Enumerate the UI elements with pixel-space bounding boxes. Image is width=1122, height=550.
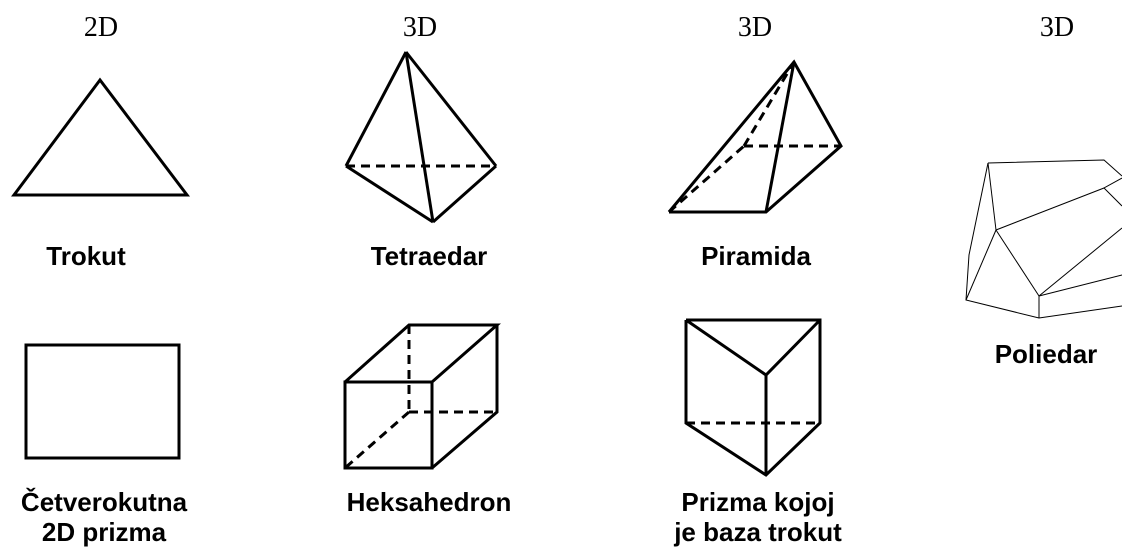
label-prizma-trokut: Prizma kojoj je baza trokut xyxy=(674,487,842,547)
label-prizma-line1: Prizma kojoj xyxy=(681,487,835,517)
label-poliedar: Poliedar xyxy=(994,339,1098,369)
cuboid-shape xyxy=(343,323,501,470)
label-heksahedron: Heksahedron xyxy=(346,487,512,517)
pyramid-shape xyxy=(667,59,843,214)
triangular-prism-shape xyxy=(684,318,822,477)
label-cetverokutna-line2: 2D prizma xyxy=(41,517,167,547)
tetrahedron-shape xyxy=(344,51,498,224)
header-3d-col3: 3D xyxy=(737,12,773,43)
triangle-shape xyxy=(11,77,191,197)
header-3d-col4: 3D xyxy=(1039,12,1075,43)
label-tetraedar: Tetraedar xyxy=(370,241,488,271)
rectangle-shape xyxy=(24,343,181,460)
label-prizma-line2: je baza trokut xyxy=(674,517,842,547)
polyhedron-shape xyxy=(965,159,1122,319)
header-2d: 2D xyxy=(83,12,119,43)
label-piramida: Piramida xyxy=(701,241,811,271)
header-3d-col2: 3D xyxy=(402,12,438,43)
label-trokut: Trokut xyxy=(46,241,126,271)
label-cetverokutna-line1: Četverokutna xyxy=(20,487,188,517)
label-cetverokutna-prizma: Četverokutna 2D prizma xyxy=(21,487,187,547)
